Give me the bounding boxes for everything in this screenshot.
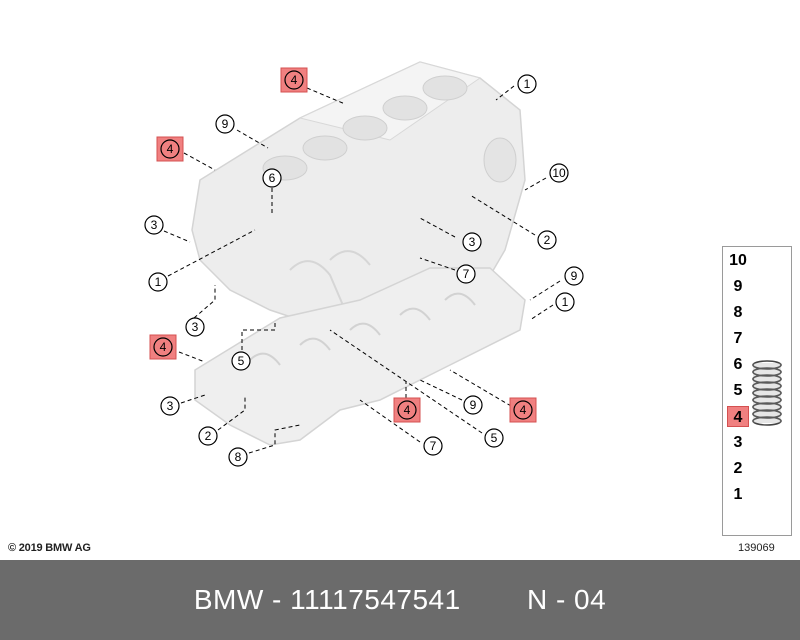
callout-highlighted: 4 [149,334,177,360]
callout-highlighted: 4 [393,397,421,423]
callout-highlighted: 4 [280,67,308,93]
callout-label: 9 [571,269,578,283]
callout-label: 2 [205,429,212,443]
callout: 5 [231,351,251,371]
drawing-number: 139069 [738,542,775,554]
legend-item-10: 10 [729,252,747,269]
callout-label: 4 [291,73,298,87]
callout: 3 [160,396,180,416]
callout-highlighted: 4 [156,136,184,162]
callout-label: 1 [524,77,531,91]
legend-item-1: 1 [733,486,743,503]
callout: 6 [262,168,282,188]
part-info-footer: BMW - 11117547541 N - 04 [0,560,800,640]
callout: 9 [463,395,483,415]
callout-label: 4 [167,142,174,156]
callout-label: 10 [552,166,566,180]
callout: 1 [148,272,168,292]
diagram-position: N - 04 [526,584,607,615]
callout-label: 4 [520,403,527,417]
callout: 7 [456,264,476,284]
legend-item-6: 6 [733,356,743,373]
copyright-notice: © 2019 BMW AG [8,542,91,554]
callout: 2 [537,230,557,250]
callout: 5 [484,428,504,448]
callout: 8 [228,447,248,467]
callout-label: 7 [430,439,437,453]
part-number: 11117547541 [290,584,461,615]
callout: 3 [462,232,482,252]
callout-label: 6 [269,171,276,185]
legend-item-7: 7 [733,330,743,347]
callout-label: 3 [167,399,174,413]
callout: 9 [215,114,235,134]
callout: 10 [549,163,569,183]
leader-lines [163,85,561,454]
callout: 2 [198,426,218,446]
callout-label: 5 [238,354,245,368]
callout: 1 [517,74,537,94]
callout: 3 [144,215,164,235]
callout-label: 2 [544,233,551,247]
spring-icon [752,360,782,426]
callout-label: 3 [469,235,476,249]
legend-item-3: 3 [733,434,743,451]
legend-item-9: 9 [733,278,743,295]
callout-label: 7 [463,267,470,281]
legend-item-4: 4 [727,406,749,427]
callout: 9 [564,266,584,286]
brand-name: BMW [193,584,264,615]
callout: 7 [423,436,443,456]
bedplate-part [194,267,526,446]
legend-item-5: 5 [733,382,743,399]
callout: 3 [185,317,205,337]
callout: 1 [555,292,575,312]
callout-label: 9 [470,398,477,412]
callout-label: 1 [562,295,569,309]
separator: - [263,584,291,615]
callout-label: 4 [404,403,411,417]
callout-label: 5 [491,431,498,445]
callout-label: 3 [192,320,199,334]
callout-highlighted: 4 [509,397,537,423]
legend-item-2: 2 [733,460,743,477]
callout-label: 9 [222,117,229,131]
callout-label: 4 [160,340,167,354]
spacer [461,584,527,616]
callout-label: 8 [235,450,242,464]
position-legend: 10 9 8 7 6 5 4 3 2 1 [722,246,792,536]
callout-label: 3 [151,218,158,232]
legend-item-8: 8 [733,304,743,321]
callout-label: 1 [155,275,162,289]
